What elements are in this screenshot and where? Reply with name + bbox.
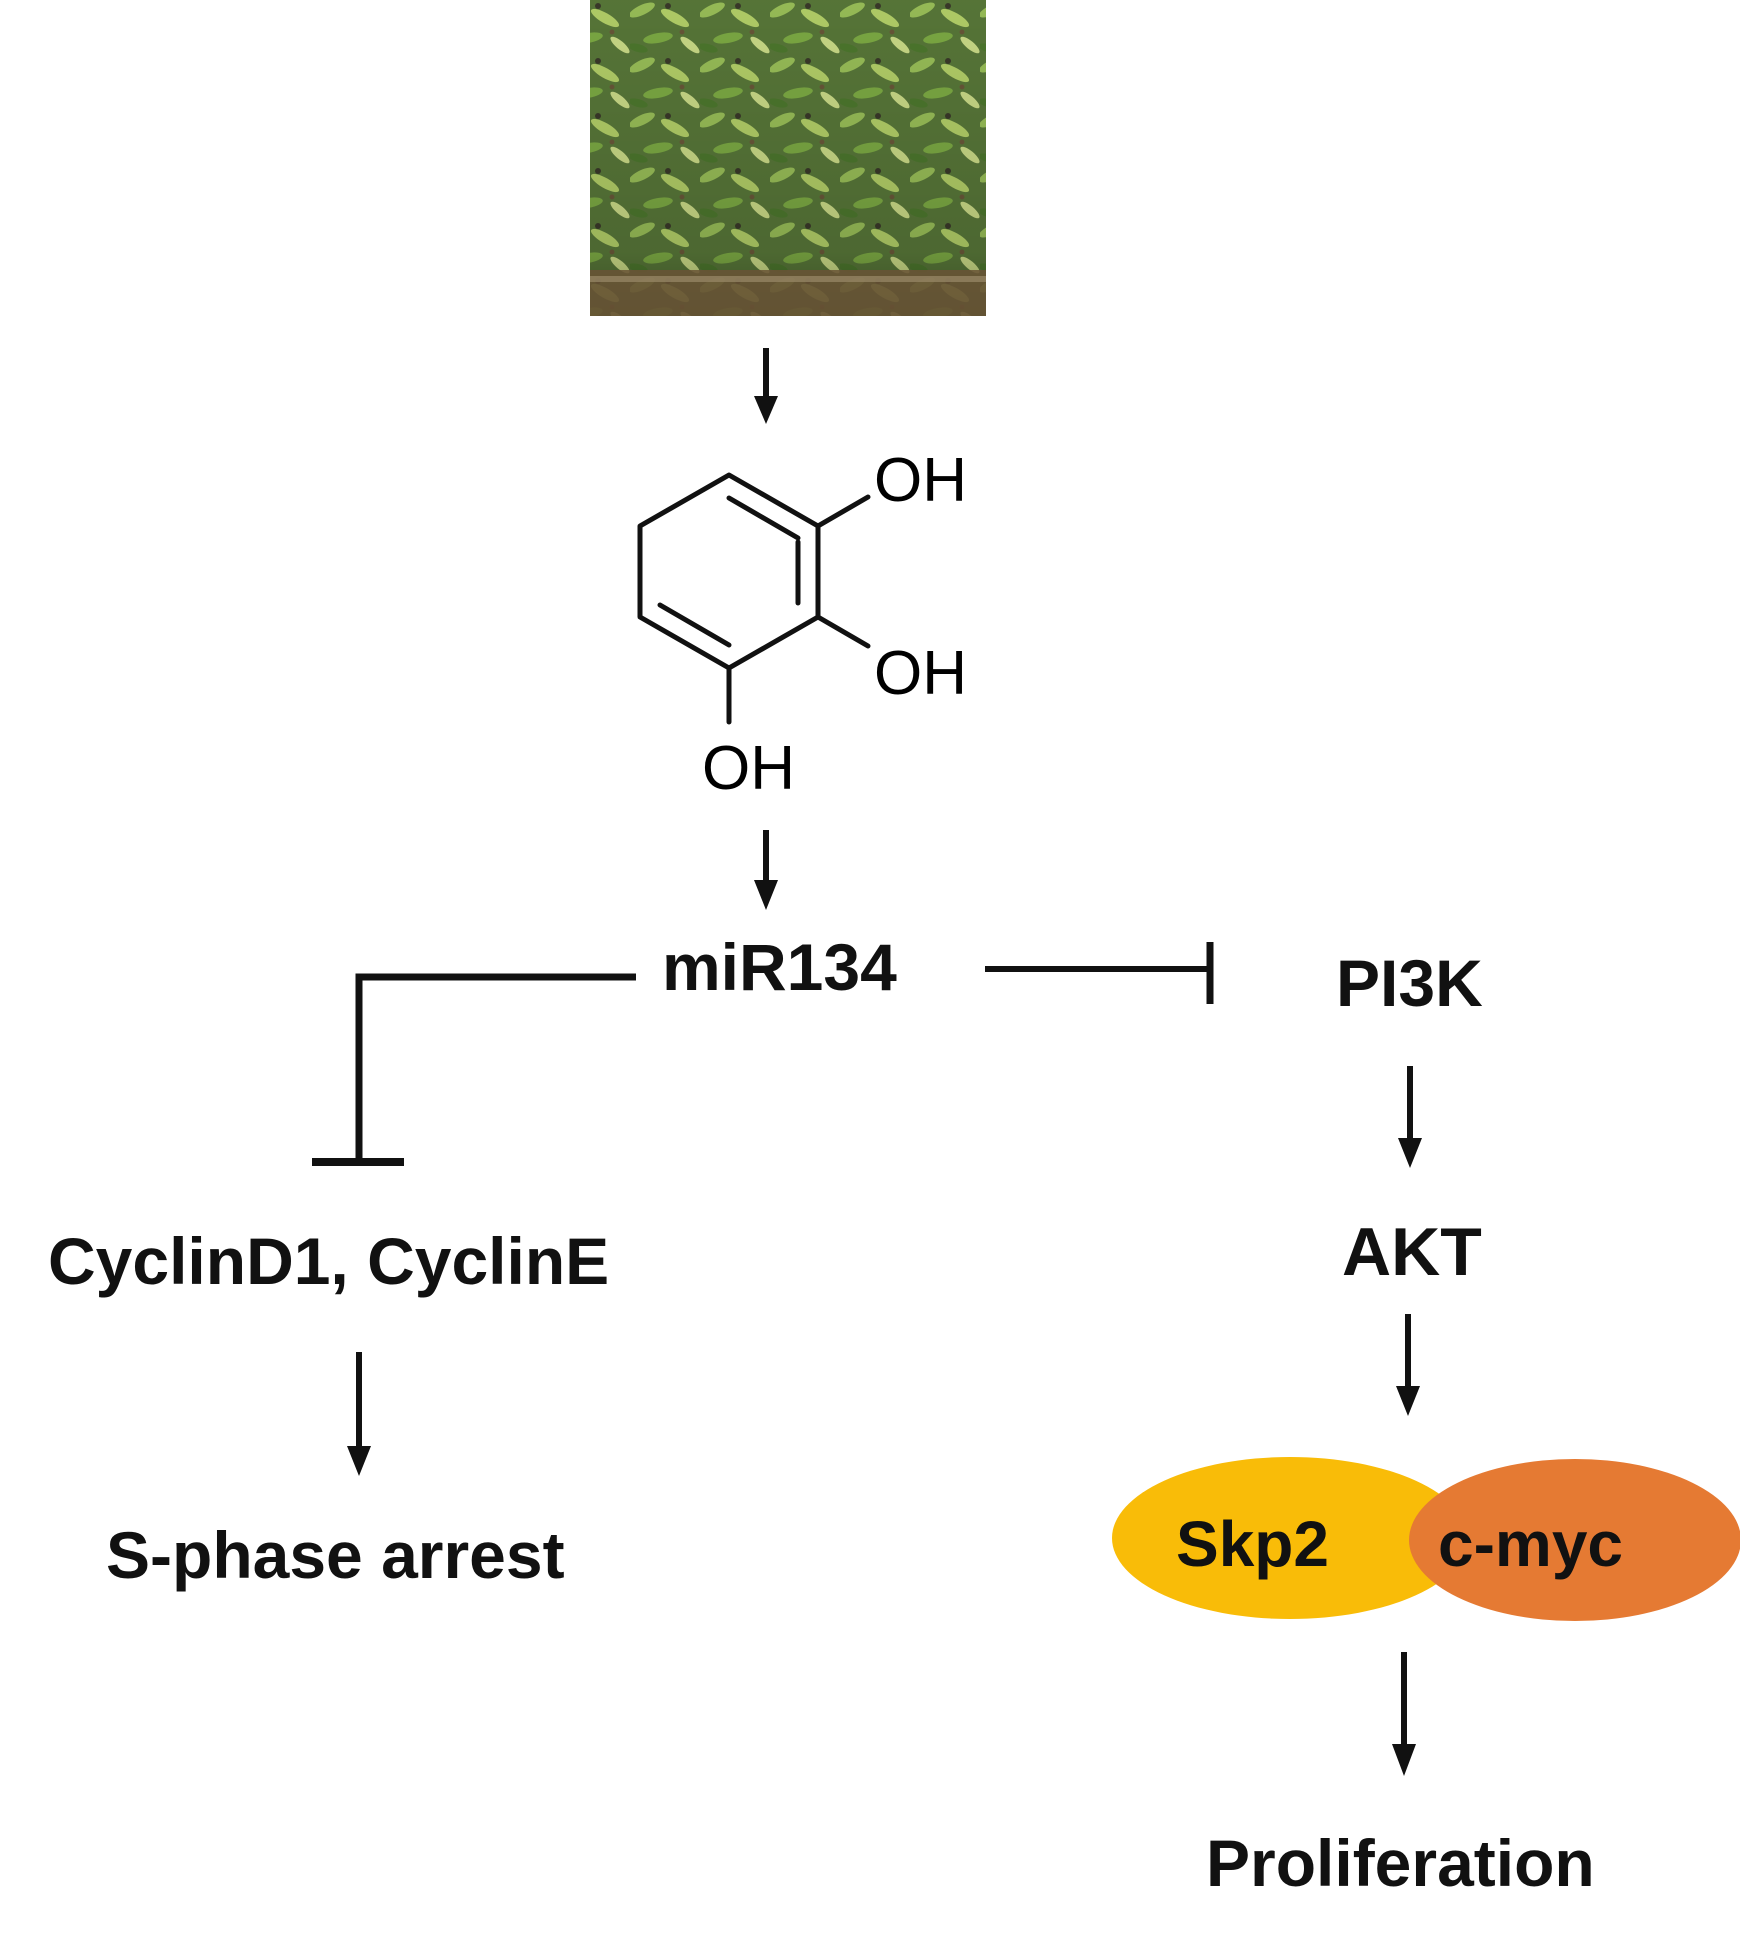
hydroxyl-top-label: OH xyxy=(874,446,967,515)
cmyc-ellipse xyxy=(1409,1459,1740,1621)
arrow-pi3k-to-akt xyxy=(1398,1066,1422,1168)
akt-label: AKT xyxy=(1342,1214,1482,1290)
skp2-cmyc-complex xyxy=(1112,1457,1740,1621)
inhibition-mirna-to-cyclins xyxy=(312,973,636,1166)
arrow-cyclins-to-sphase xyxy=(347,1352,371,1476)
pi3k-label: PI3K xyxy=(1336,946,1483,1020)
skp2-label: Skp2 xyxy=(1176,1508,1329,1580)
hydroxyl-bottom-label: OH xyxy=(702,734,795,803)
cyclins-label: CyclinD1, CyclinE xyxy=(48,1224,610,1298)
cmyc-label: c-myc xyxy=(1438,1508,1623,1580)
sphase-label: S-phase arrest xyxy=(106,1518,565,1592)
proliferation-label: Proliferation xyxy=(1206,1826,1595,1900)
skp2-ellipse xyxy=(1112,1457,1468,1619)
hydroxyl-middle-label: OH xyxy=(874,639,967,708)
arrow-complex-to-proliferation xyxy=(1392,1652,1416,1776)
arrow-akt-to-complex xyxy=(1396,1314,1420,1416)
arrow-compound-to-mirna xyxy=(754,830,778,910)
plant-photo xyxy=(590,0,986,316)
pyrogallol-structure xyxy=(637,472,871,725)
mirna-label: miR134 xyxy=(662,930,897,1004)
arrow-plant-to-compound xyxy=(754,348,778,424)
inhibition-mirna-to-pi3k xyxy=(985,942,1214,1004)
